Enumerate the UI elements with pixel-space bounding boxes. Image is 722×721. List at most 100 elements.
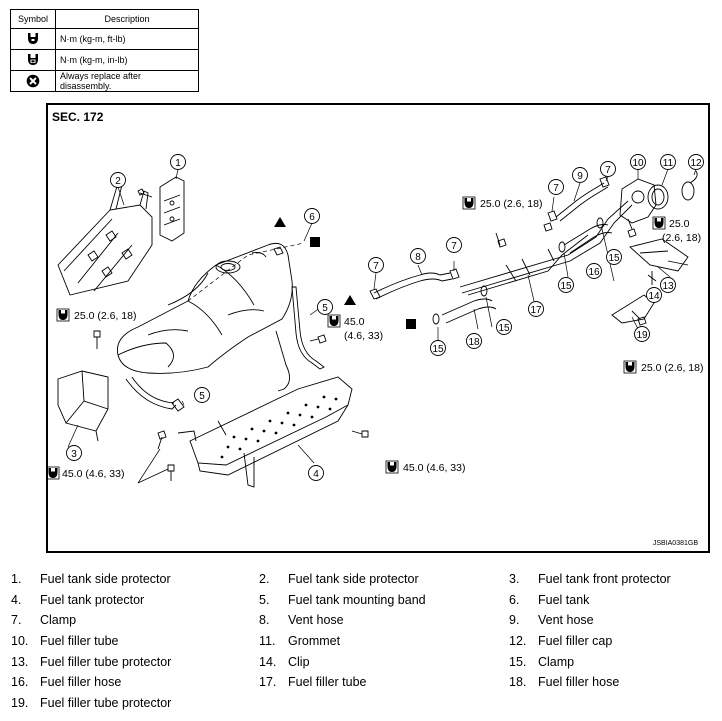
- legend-row: 19. Fuel filler tube protector: [0, 694, 722, 715]
- legend-number: 17.: [259, 675, 277, 690]
- legend-label: Fuel tank mounting band: [288, 592, 426, 607]
- callout: 4: [308, 465, 324, 481]
- svg-text:11: 11: [663, 158, 674, 169]
- part-6-drawing: [116, 242, 293, 374]
- part-2-drawing: [57, 182, 153, 296]
- torque-wrench-icon: [28, 33, 38, 44]
- legend-label: Fuel tank: [538, 592, 590, 607]
- callout: 2: [110, 172, 126, 188]
- legend-number: 14.: [259, 654, 277, 669]
- symbol-header: Symbol: [10, 9, 56, 29]
- svg-text:12: 12: [690, 158, 702, 169]
- svg-text:6: 6: [309, 212, 315, 223]
- legend-label: Fuel tank side protector: [288, 572, 419, 586]
- parts-legend: 1.Fuel tank side protector 2.Fuel tank s…: [0, 570, 722, 715]
- description-header: Description: [55, 9, 199, 29]
- legend-number: 12.: [509, 634, 527, 649]
- legend-label: Fuel filler tube protector: [40, 654, 172, 669]
- svg-text:7: 7: [373, 261, 379, 272]
- legend-label: Vent hose: [288, 613, 344, 628]
- symbol-table: Symbol Description N·m (kg-m, ft-lb) N·m…: [10, 9, 199, 92]
- legend-label: Fuel filler tube protector: [40, 696, 172, 711]
- callout: 15: [606, 249, 622, 265]
- svg-text:15: 15: [432, 344, 444, 355]
- legend-number: 9.: [509, 613, 520, 628]
- legend-row: 7.Clamp 8.Vent hose 9.Vent hose: [0, 611, 722, 632]
- callout: 7: [548, 179, 564, 195]
- replace-part-icon: [26, 74, 40, 88]
- callout: 16: [586, 263, 602, 279]
- svg-text:18: 18: [468, 337, 480, 348]
- callouts: 1 2 3 4 5 5 6 7 7 7 7 8 9 10 11 12 13 14…: [66, 154, 704, 481]
- legend-number: 7.: [11, 613, 22, 628]
- symbol-desc: Always replace after disassembly.: [55, 70, 199, 92]
- legend-label: Clamp: [40, 613, 77, 628]
- legend-row: 4.Fuel tank protector 5.Fuel tank mounti…: [0, 591, 722, 612]
- legend-label: Fuel filler cap: [538, 634, 613, 649]
- legend-number: 4.: [11, 592, 22, 607]
- torque-value: (4.6, 33): [344, 330, 383, 342]
- legend-label: Fuel tank side protector: [40, 572, 171, 586]
- exploded-diagram: SEC. 172: [46, 103, 710, 553]
- legend-number: 15.: [509, 654, 527, 669]
- legend-label: Fuel filler tube: [288, 675, 367, 690]
- legend-label: Fuel filler tube: [40, 634, 119, 649]
- callout: 1: [170, 154, 186, 170]
- svg-text:16: 16: [588, 267, 600, 278]
- callout: 5: [194, 387, 210, 403]
- svg-text:15: 15: [560, 281, 572, 292]
- svg-text:7: 7: [605, 165, 611, 176]
- triangle-marker-icon: [274, 217, 286, 227]
- torque-labels: 25.0 (2.6, 18) 25.0 (2.6, 18) 45.0 (4.6,…: [48, 196, 703, 480]
- legend-label: Fuel tank front protector: [538, 572, 671, 586]
- callout: 10: [630, 154, 646, 170]
- svg-text:8: 8: [415, 252, 421, 263]
- callout: 7: [368, 257, 384, 273]
- callout: 13: [660, 277, 676, 293]
- callout: 12: [688, 154, 704, 170]
- torque-wrench-inlb-icon: [28, 54, 38, 65]
- callout: 18: [466, 333, 482, 349]
- callout: 5: [317, 299, 333, 315]
- svg-text:13: 13: [662, 281, 674, 292]
- symbol-desc: N·m (kg-m, ft-lb): [55, 28, 199, 50]
- symbol-desc: N·m (kg-m, in-lb): [55, 49, 199, 71]
- callout: 15: [496, 319, 512, 335]
- triangle-marker-icon: [344, 295, 356, 305]
- callout: 15: [430, 340, 446, 356]
- legend-number: 19.: [11, 696, 29, 711]
- legend-number: 16.: [11, 675, 29, 690]
- legend-number: 2.: [259, 572, 270, 586]
- legend-number: 3.: [509, 572, 520, 586]
- svg-text:10: 10: [632, 158, 644, 169]
- svg-text:5: 5: [322, 303, 328, 314]
- svg-text:19: 19: [636, 330, 648, 341]
- callout: 3: [66, 445, 82, 461]
- svg-text:14: 14: [648, 291, 660, 302]
- legend-number: 8.: [259, 613, 270, 628]
- svg-text:5: 5: [199, 391, 205, 402]
- svg-text:15: 15: [608, 253, 620, 264]
- legend-number: 10.: [11, 634, 29, 649]
- square-marker-icon: [310, 237, 320, 247]
- callout: 8: [410, 248, 426, 264]
- callout: 15: [558, 277, 574, 293]
- legend-label: Fuel tank protector: [40, 592, 145, 607]
- part-5-drawing: [125, 286, 325, 412]
- svg-text:7: 7: [553, 183, 559, 194]
- legend-label: Clip: [288, 654, 310, 669]
- torque-value: 25.0: [669, 218, 690, 230]
- torque-value: 25.0 (2.6, 18): [480, 198, 542, 210]
- callout: 7: [600, 161, 616, 177]
- torque-value: 45.0 (4.6, 33): [403, 462, 465, 474]
- legend-row: 1.Fuel tank side protector 2.Fuel tank s…: [0, 570, 722, 591]
- leader-line: [187, 242, 305, 302]
- svg-text:3: 3: [71, 449, 77, 460]
- svg-text:7: 7: [451, 241, 457, 252]
- callout: 11: [660, 154, 676, 170]
- legend-label: Clamp: [538, 654, 575, 669]
- square-marker-icon: [406, 319, 416, 329]
- svg-text:2: 2: [115, 176, 121, 187]
- svg-text:9: 9: [577, 171, 583, 182]
- legend-number: 11.: [259, 634, 276, 649]
